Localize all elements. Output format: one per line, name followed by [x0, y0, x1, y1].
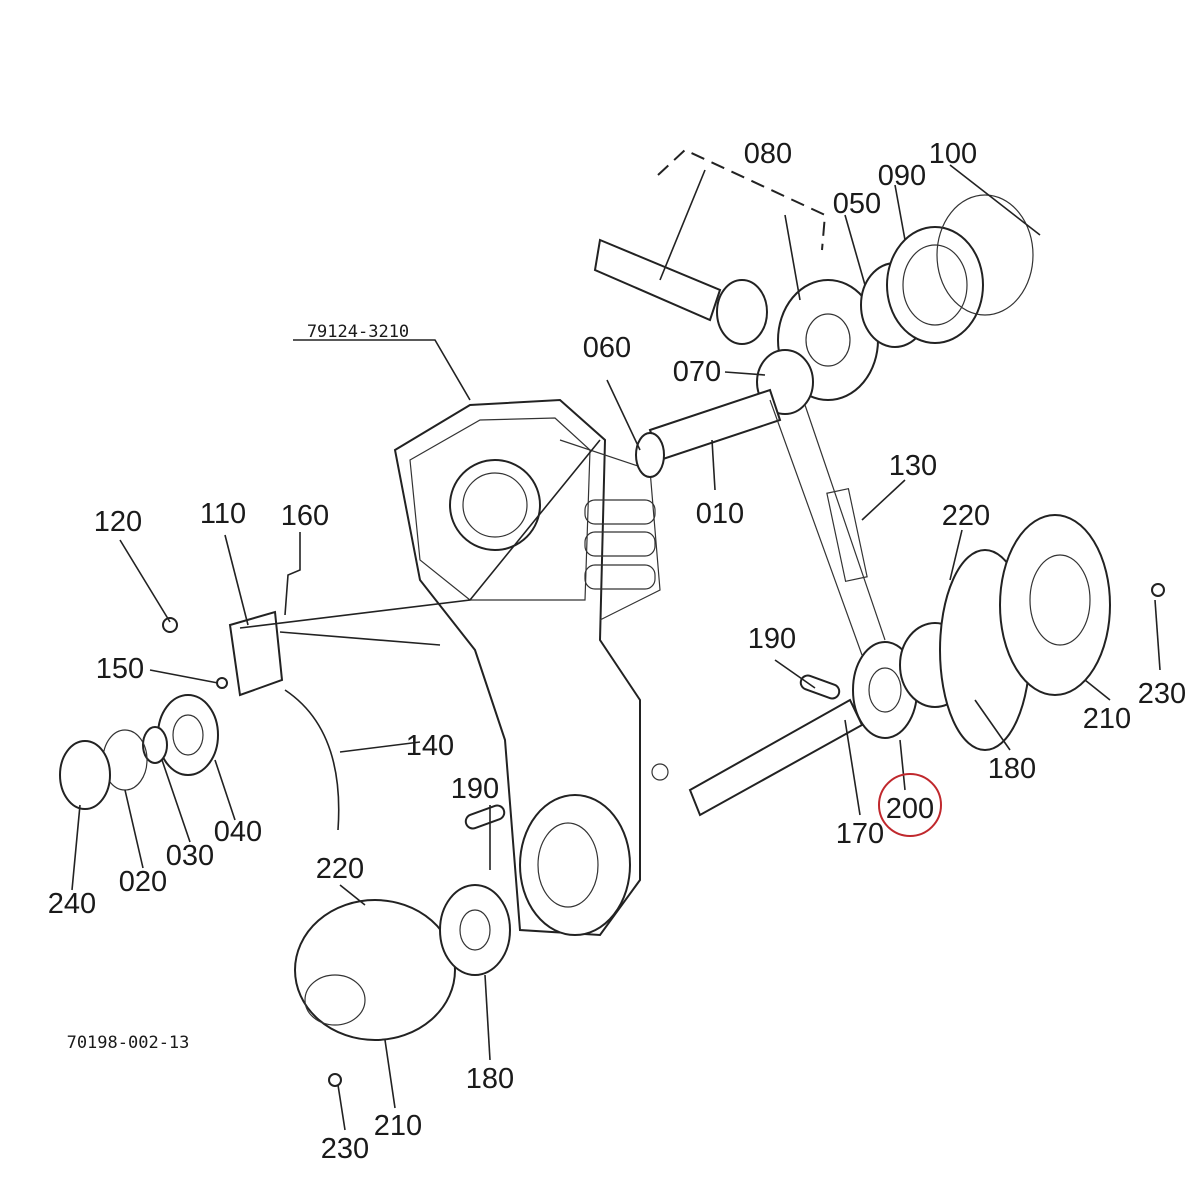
label-220-right: 220 — [942, 500, 990, 532]
leader-lines — [71, 148, 1161, 1131]
label-040: 040 — [214, 816, 262, 848]
label-120: 120 — [94, 506, 142, 538]
label-160: 160 — [281, 500, 329, 532]
label-060: 060 — [583, 332, 631, 364]
label-180-right: 180 — [988, 753, 1036, 785]
label-080: 080 — [744, 138, 792, 170]
label-210-right: 210 — [1083, 703, 1131, 735]
label-240: 240 — [48, 888, 96, 920]
label-020: 020 — [119, 866, 167, 898]
part-labels: 080 100 090 050 79124-3210 060 070 010 1… — [48, 138, 1186, 1165]
label-100: 100 — [929, 138, 977, 170]
label-050: 050 — [833, 188, 881, 220]
chain-and-lower-shaft — [464, 399, 1111, 830]
left-cover-parts — [59, 583, 1165, 1087]
label-230-right: 230 — [1138, 678, 1186, 710]
label-190-left: 190 — [451, 773, 499, 805]
label-110: 110 — [200, 498, 246, 530]
label-220-left: 220 — [316, 853, 364, 885]
drawing-code: 70198-002-13 — [67, 1033, 190, 1053]
label-150: 150 — [96, 653, 144, 685]
label-170: 170 — [836, 818, 884, 850]
label-190-right: 190 — [748, 623, 796, 655]
label-180-left: 180 — [466, 1063, 514, 1095]
label-210-left: 210 — [374, 1110, 422, 1142]
gear-case-housing — [393, 398, 669, 937]
label-010: 010 — [696, 498, 744, 530]
label-030: 030 — [166, 840, 214, 872]
label-070: 070 — [673, 356, 721, 388]
label-230-left: 230 — [321, 1133, 369, 1165]
label-090: 090 — [878, 160, 926, 192]
label-140: 140 — [406, 730, 454, 762]
upper-shaft-assembly — [593, 194, 1034, 478]
highlight-circle — [878, 773, 942, 837]
assembly-code: 79124-3210 — [307, 322, 409, 342]
label-200[interactable]: 200 — [886, 793, 934, 825]
label-130: 130 — [889, 450, 937, 482]
